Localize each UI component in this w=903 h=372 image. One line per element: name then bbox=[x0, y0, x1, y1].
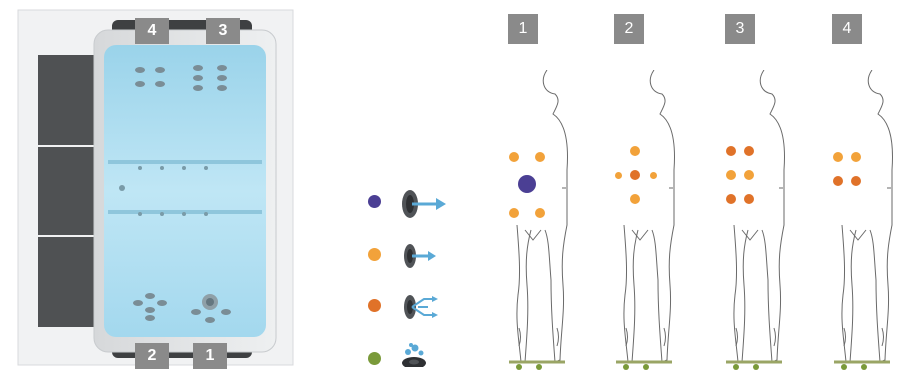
jet-dot-small bbox=[535, 208, 545, 218]
jet-dot-small bbox=[630, 146, 640, 156]
seat-label-4: 4 bbox=[135, 18, 169, 44]
jet-dot-large bbox=[518, 175, 536, 193]
jet-group-bottom bbox=[133, 293, 231, 323]
jet-dot-small bbox=[726, 170, 736, 180]
side-panel bbox=[38, 147, 96, 235]
air-bubble-jet-icon bbox=[402, 343, 426, 367]
jet-dot-small bbox=[630, 194, 640, 204]
jet-dot-rotating bbox=[726, 146, 736, 156]
jet-group-top bbox=[135, 65, 227, 91]
jet-dot-small bbox=[509, 208, 519, 218]
legend-dot bbox=[368, 248, 381, 261]
body-outline bbox=[614, 70, 676, 370]
jet-dot-small bbox=[509, 152, 519, 162]
body-outline bbox=[724, 70, 786, 370]
spa-top-view: 4 3 2 1 bbox=[0, 0, 295, 369]
jet-dot-small bbox=[744, 170, 754, 180]
figure-label: 1 bbox=[508, 14, 538, 44]
jet-dot-rotating bbox=[744, 194, 754, 204]
seat-label-1: 1 bbox=[193, 343, 227, 369]
seat-label-2: 2 bbox=[135, 343, 169, 369]
seat-label-3: 3 bbox=[206, 18, 240, 44]
jet-dot-small bbox=[615, 172, 622, 179]
spa-illustration bbox=[0, 0, 295, 367]
legend-dot bbox=[368, 195, 381, 208]
legend-dot bbox=[368, 299, 381, 312]
jet-dot-rotating bbox=[744, 146, 754, 156]
figure-label: 2 bbox=[614, 14, 644, 44]
jet-dot-small bbox=[535, 152, 545, 162]
small-jet-icon bbox=[404, 244, 436, 268]
jet-dot-small bbox=[650, 172, 657, 179]
jet-dot-small bbox=[833, 152, 843, 162]
body-outline bbox=[507, 70, 569, 370]
legend-dot bbox=[368, 352, 381, 365]
side-panel bbox=[38, 237, 96, 327]
jet-dot-rotating bbox=[833, 176, 843, 186]
figure-label: 3 bbox=[725, 14, 755, 44]
side-panel bbox=[38, 55, 96, 145]
body-outline bbox=[832, 70, 894, 370]
jet-dot-rotating bbox=[630, 170, 640, 180]
figure-label: 4 bbox=[832, 14, 862, 44]
jet-dot-small bbox=[851, 152, 861, 162]
large-jet-icon bbox=[402, 190, 446, 218]
jet-dot-rotating bbox=[726, 194, 736, 204]
rotating-jet-icon bbox=[404, 295, 438, 319]
jet-dot-rotating bbox=[851, 176, 861, 186]
